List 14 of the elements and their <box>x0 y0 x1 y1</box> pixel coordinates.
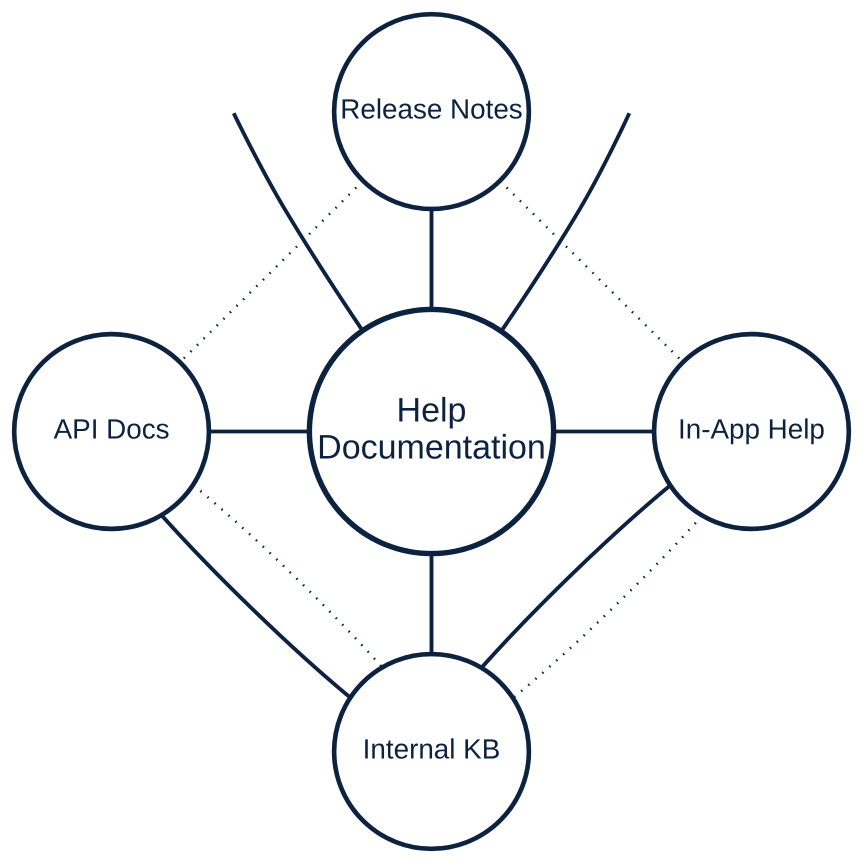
connector <box>232 112 364 332</box>
connector <box>209 430 309 434</box>
node-circle: In-App Help <box>652 332 852 532</box>
connector <box>554 430 654 434</box>
connector <box>480 484 672 670</box>
connector <box>160 514 352 699</box>
connector <box>430 209 434 310</box>
node-circle: Release Notes <box>332 12 532 212</box>
connector <box>512 515 703 699</box>
connector <box>430 554 434 654</box>
connector <box>500 112 632 332</box>
node-circle: API Docs <box>12 332 212 532</box>
node-circle: Help Documentation <box>306 306 556 556</box>
node-circle: Internal KB <box>332 652 532 852</box>
